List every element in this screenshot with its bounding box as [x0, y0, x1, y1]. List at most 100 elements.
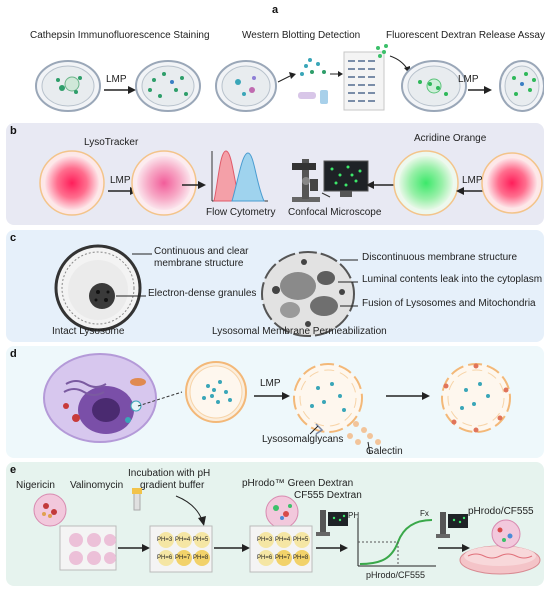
panel-b-illustration	[39, 150, 543, 216]
zoom-dashed-line	[137, 391, 183, 407]
cathepsin-cell-before	[35, 60, 101, 112]
dextran-title: Fluorescent Dextran Release Assay	[386, 30, 545, 41]
arrow	[456, 187, 486, 195]
arrow	[277, 72, 296, 83]
well-label: PH=7	[275, 555, 291, 561]
well-label: PH=7	[175, 555, 191, 561]
well-plate-1	[59, 525, 117, 571]
panel-e-letter: e	[10, 464, 17, 476]
arrow	[386, 392, 430, 400]
microscope-icon	[316, 510, 348, 536]
well-label: PH=5	[293, 537, 309, 543]
arrow	[214, 544, 250, 552]
dextran-cell-after	[499, 60, 544, 112]
arrow	[182, 181, 206, 189]
arrow	[316, 544, 348, 552]
well-label: PH=6	[257, 555, 273, 561]
cathepsin-title: Cathepsin Immunofluorescence Staining	[30, 30, 210, 41]
cf555-label: CF555 Dextran	[294, 490, 362, 501]
microscope-icon	[436, 512, 468, 538]
lmp-label: LMP	[110, 175, 131, 186]
western-title: Western Blotting Detection	[242, 30, 361, 41]
damaged-lysosome	[293, 363, 381, 445]
well-plate-buffer	[149, 525, 213, 573]
panel-d-letter: d	[10, 348, 17, 360]
arrow	[118, 544, 150, 552]
western-lysate	[298, 58, 328, 104]
lmp-label: LMP	[462, 175, 483, 186]
acridine-cell-before	[481, 152, 543, 214]
pointer-line	[367, 441, 371, 455]
flow-cytometry-label: Flow Cytometry	[206, 207, 276, 218]
well-label: PH=4	[175, 537, 191, 543]
western-cell	[215, 60, 277, 112]
arrow	[254, 392, 290, 400]
panel-c: c Continuous and clear membrane structur…	[6, 230, 544, 342]
continuous-membrane-label-1: Continuous and clear	[154, 246, 249, 257]
panel-e: e Nigericin Valinomycin Incubation with …	[6, 462, 544, 586]
continuous-membrane-label-2: membrane structure	[154, 258, 244, 269]
x-axis-label: pHrodo/CF555	[366, 570, 425, 580]
galectin-label: Galectin	[366, 446, 403, 457]
luminal-label: Luminal contents leak into the cytoplasm	[362, 274, 543, 285]
intact-lysosome-label: Intact Lysosome	[52, 326, 125, 337]
lysotracker-cell-after	[131, 150, 197, 216]
fusion-label: Fusion of Lysosomes and Mitochondria	[362, 298, 536, 309]
pHrodo-cf555-label: pHrodo/CF555	[468, 506, 534, 517]
ph-axis-label: PH	[348, 511, 359, 520]
zoomed-lysosome	[185, 361, 247, 423]
incubation-label-2: gradient buffer	[140, 480, 205, 491]
cathepsin-cell-after	[135, 60, 201, 112]
panel-b: b LysoTracker Acridine Orange	[6, 123, 544, 225]
pointer-line	[309, 425, 319, 435]
lmp-full-label: Lysosomal Membrane Permeabilization	[212, 326, 387, 337]
well-label: PH=3	[257, 537, 273, 543]
panel-a: a Cathepsin Immunofluorescence Staining …	[6, 4, 545, 118]
well-label: PH=8	[193, 555, 209, 561]
lysotracker-title: LysoTracker	[84, 137, 139, 148]
petri-dish-cells	[459, 519, 541, 575]
well-label: PH=8	[293, 555, 309, 561]
arrow	[330, 71, 343, 77]
panel-c-illustration	[54, 244, 358, 337]
curved-arrow	[175, 495, 203, 521]
arrow	[104, 86, 136, 94]
acridine-cell-after	[393, 150, 459, 216]
flow-cytometry-histogram	[211, 150, 268, 202]
panel-d: d	[6, 346, 544, 458]
pHrodo-green-label: pHrodo™ Green Dextran	[242, 478, 354, 489]
arrow	[438, 544, 470, 552]
well-label: PH=6	[157, 555, 173, 561]
dextran-cell-before	[401, 60, 467, 112]
dextran-cell	[265, 495, 299, 529]
galectin-bound-lysosome	[441, 363, 511, 433]
nigericin-label: Nigericin	[16, 480, 55, 491]
lmp-label: LMP	[260, 378, 281, 389]
panel-c-letter: c	[10, 232, 17, 244]
lmp-label: LMP	[458, 74, 479, 85]
intact-lysosome	[54, 244, 142, 332]
dextran-dots	[376, 44, 388, 58]
panel-b-letter: b	[10, 125, 17, 137]
electron-dense-label: Electron-dense granules	[148, 288, 257, 299]
arrow	[468, 86, 492, 94]
lysotracker-cell-before	[39, 150, 105, 216]
panel-a-letter: a	[272, 4, 279, 16]
confocal-microscope	[292, 159, 369, 202]
ionophore-cell	[33, 493, 67, 527]
arrow	[366, 181, 396, 189]
well-plate-dextran	[249, 525, 313, 573]
well-label: PH=3	[157, 537, 173, 543]
calibration-curve	[357, 518, 436, 567]
cell-diagram	[43, 353, 157, 443]
western-blot-membrane	[343, 51, 385, 111]
well-label: PH=4	[275, 537, 291, 543]
fx-label: Fx	[420, 509, 429, 518]
panel-a-illustration	[35, 44, 544, 112]
well-label: PH=5	[193, 537, 209, 543]
lmp-label: LMP	[106, 74, 127, 85]
discontinuous-label: Discontinuous membrane structure	[362, 252, 518, 263]
glycans-label: Lysosomalglycans	[262, 434, 344, 445]
valinomycin-label: Valinomycin	[70, 480, 124, 491]
panel-e-illustration: PH Fx pHrodo/CF555	[33, 488, 541, 580]
